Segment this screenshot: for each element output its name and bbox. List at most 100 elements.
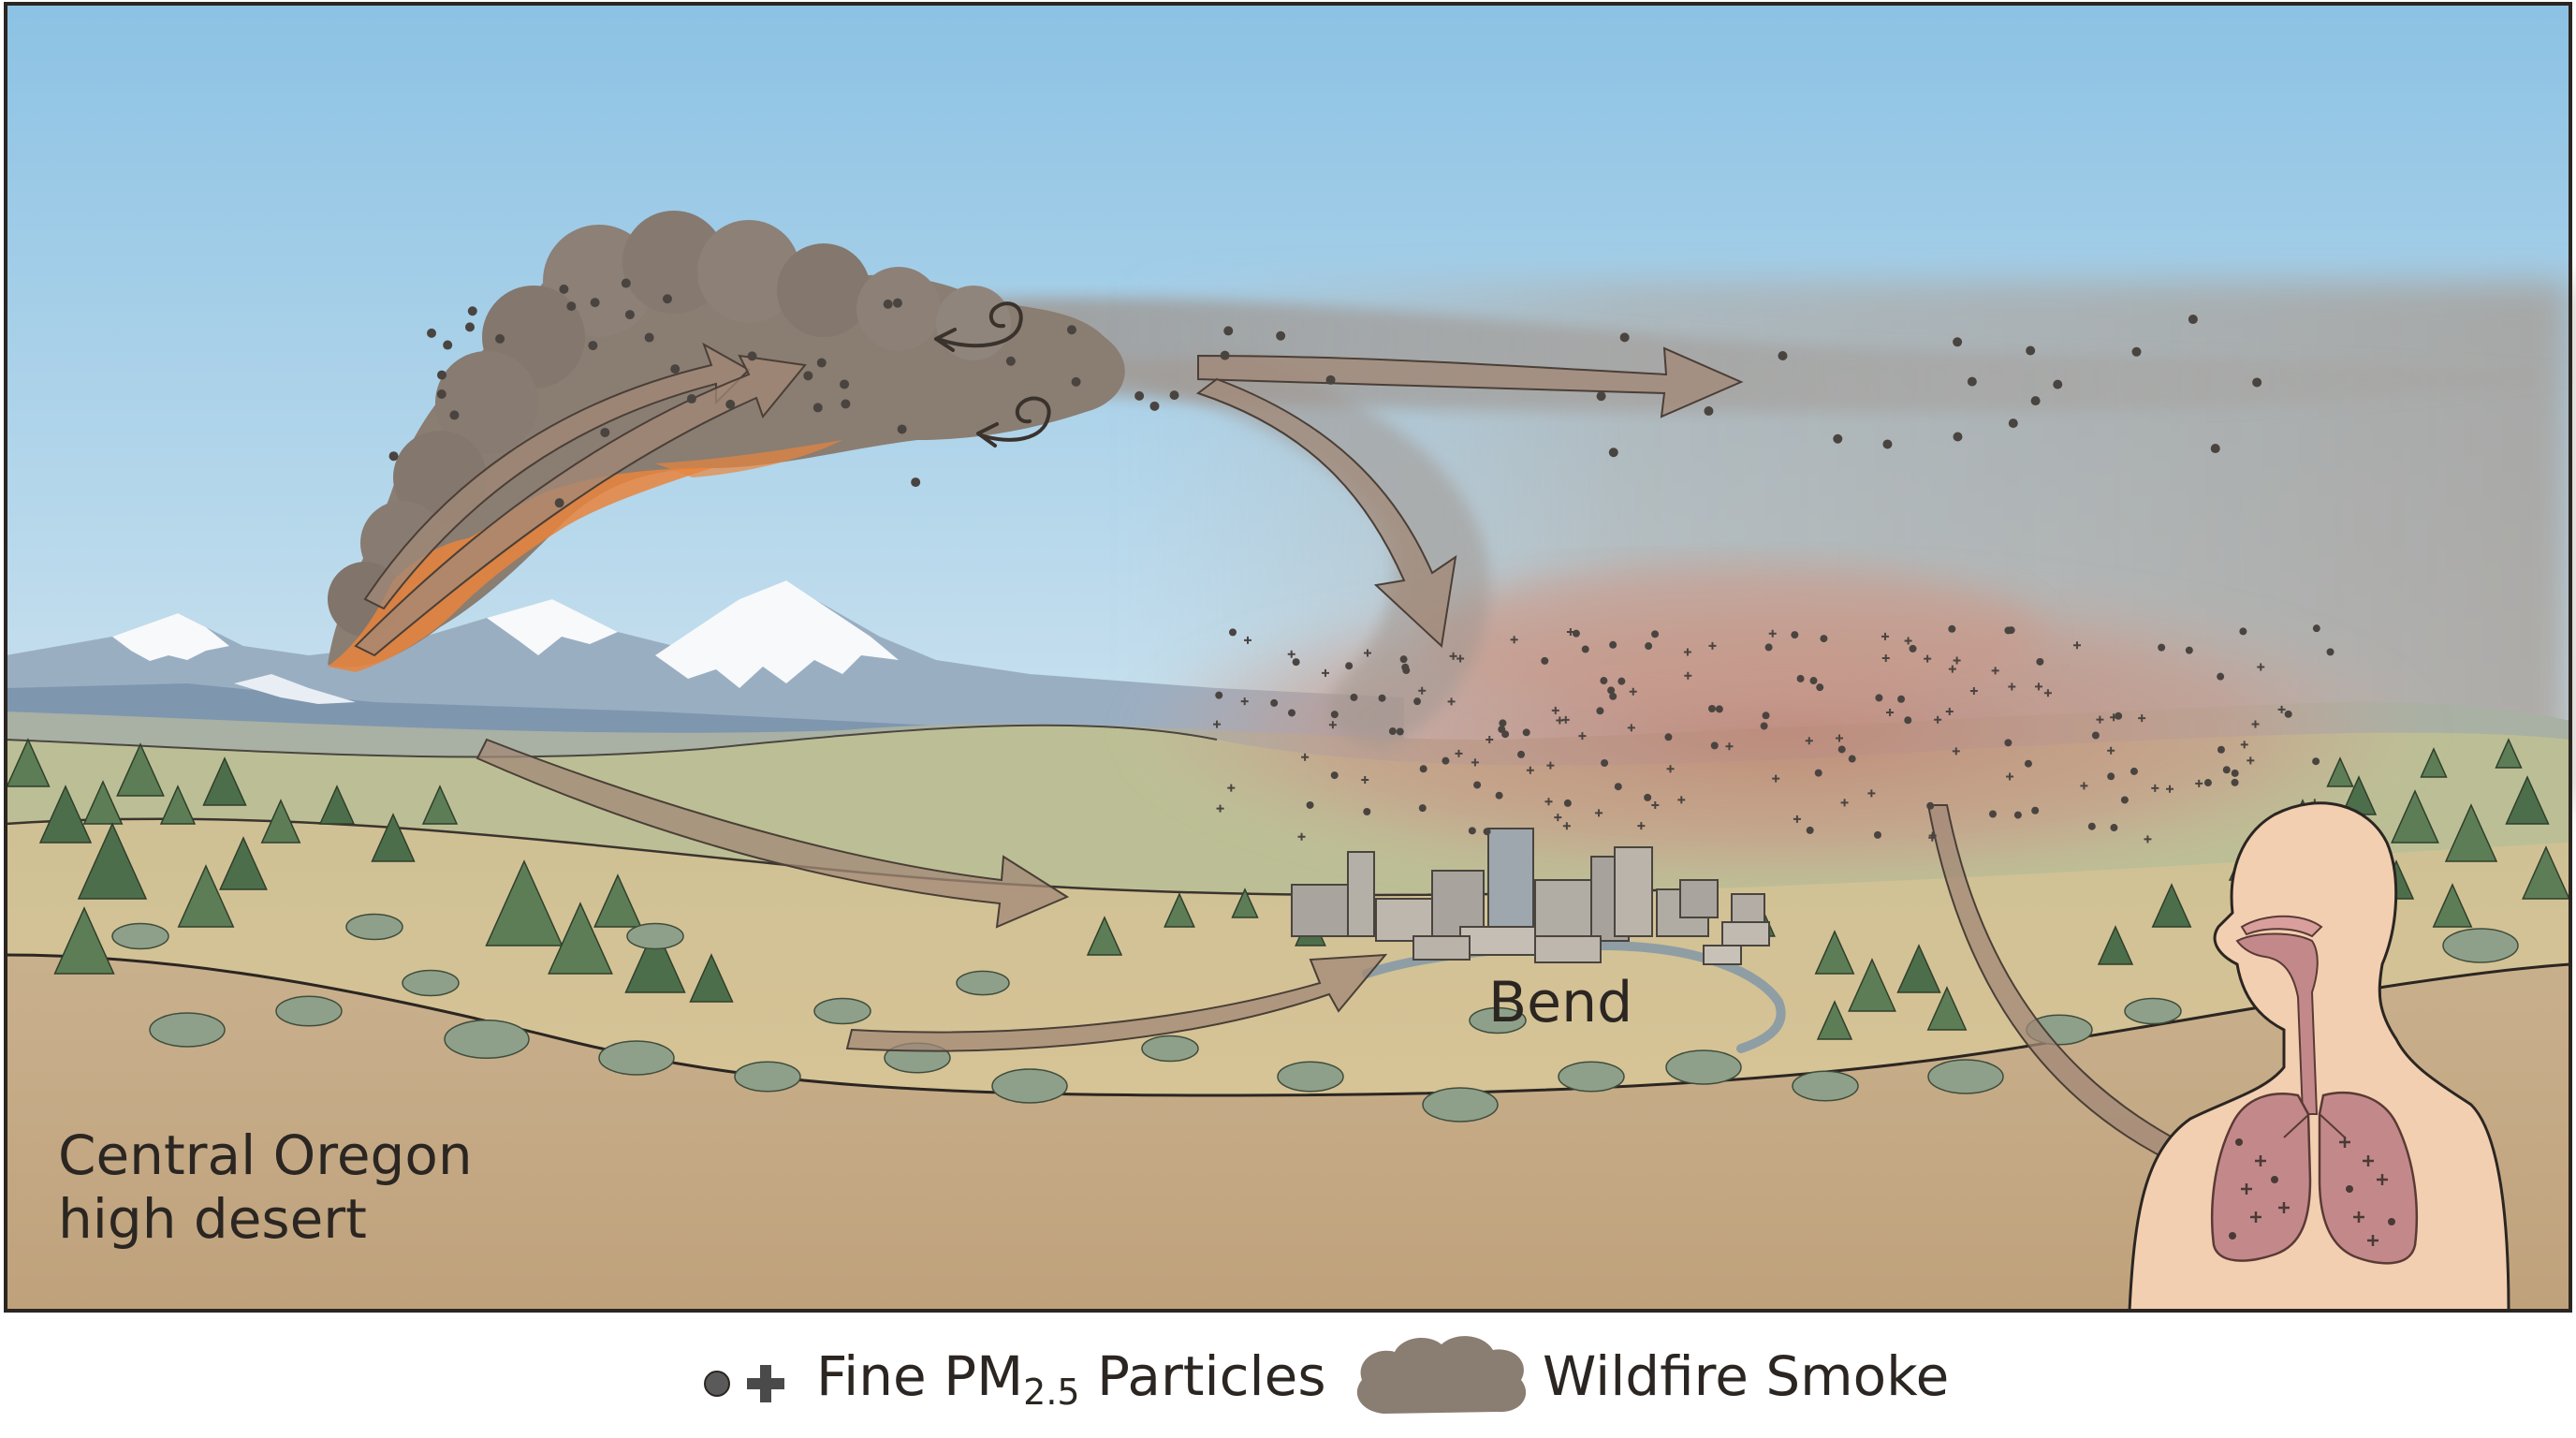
tree [2505, 775, 2550, 825]
tree [2097, 925, 2134, 965]
particle-cross [1772, 774, 1780, 783]
particle-cross [1297, 832, 1306, 841]
particle-cross [2110, 713, 2118, 722]
particle-dot [1948, 624, 1956, 633]
particle-cross [1562, 822, 1571, 830]
particle-dot [1909, 644, 1917, 653]
particle-dot [911, 477, 921, 488]
particle-dot [2024, 759, 2032, 768]
particle-dot [2312, 757, 2320, 766]
particle-dot [559, 284, 569, 294]
particle-dot [2004, 626, 2012, 635]
particle-dot [1989, 810, 1998, 818]
legend-particles-suffix: Particles [1079, 1344, 1326, 1408]
particle-cross [1510, 636, 1518, 644]
shrub [444, 1020, 530, 1059]
particle-dot [1809, 677, 1818, 685]
particle-dot [1762, 712, 1770, 720]
particle-dot [464, 322, 475, 332]
tree [202, 756, 247, 806]
legend: Fine PM2.5 Particles Wildfire Smoke [0, 1311, 2576, 1438]
shrub [1558, 1061, 1625, 1093]
tree [689, 953, 734, 1003]
particle-dot [590, 298, 600, 308]
particle-dot [588, 341, 598, 351]
lung-particle-dot [2229, 1232, 2236, 1240]
particle-dot [1306, 800, 1314, 809]
particle-cross [1213, 720, 1222, 728]
particle-dot [1350, 693, 1358, 701]
particle-dot [1071, 376, 1081, 387]
particle-dot [1710, 741, 1719, 750]
particle-cross [1637, 822, 1646, 830]
particle-dot [1806, 826, 1814, 834]
particle-cross [2166, 785, 2174, 793]
particle-cross [2257, 663, 2265, 671]
particle-dot [427, 328, 437, 338]
tree [318, 785, 356, 825]
particle-dot [1468, 827, 1476, 835]
particle-dot [1499, 719, 1507, 727]
particle-dot [892, 298, 902, 308]
particle-cross [1447, 697, 1456, 706]
particle-dot [725, 399, 736, 409]
particle-cross [1578, 732, 1587, 741]
particle-dot [449, 410, 460, 420]
tree [1086, 916, 1123, 956]
particle-dot [1904, 716, 1912, 725]
particle-dot [1288, 709, 1296, 717]
lung-particle-cross [2353, 1211, 2364, 1223]
particle-dot [1276, 330, 1286, 341]
city-bend [1291, 828, 1770, 965]
shrub [2442, 928, 2519, 963]
region-label-line2: high desert [58, 1187, 367, 1251]
particle-dot [1419, 765, 1427, 773]
tree [177, 864, 235, 928]
particle-dot [436, 389, 446, 400]
tree [6, 738, 51, 787]
particle-dot [1596, 707, 1604, 715]
particle-dot [624, 310, 635, 320]
particle-cross [1683, 648, 1691, 656]
particle-cross [1805, 737, 1813, 745]
tree [421, 785, 459, 825]
particle-cross [1321, 668, 1329, 677]
particle-dot [1270, 698, 1279, 707]
particle-cross [1551, 706, 1559, 714]
particle-dot [1292, 658, 1300, 667]
particle-dot [467, 306, 477, 316]
pm25-particle-group [388, 278, 2334, 844]
airway [2235, 932, 2319, 1115]
lung-particle-cross [2363, 1155, 2374, 1167]
shrub [598, 1040, 675, 1076]
particle-dot [1816, 683, 1824, 692]
particle-dot [1388, 727, 1397, 736]
particle-dot [1498, 726, 1506, 734]
particle-dot [2087, 822, 2096, 830]
tree [548, 902, 613, 975]
tree [1896, 944, 1941, 993]
tree [1231, 888, 1259, 918]
particle-dot [2091, 731, 2100, 740]
particle-cross [2008, 682, 2016, 691]
tree [38, 785, 93, 844]
particle-dot [2203, 779, 2212, 787]
region-label-line1: Central Oregon [58, 1123, 473, 1187]
particle-cross [2144, 835, 2152, 844]
particle-cross [2034, 682, 2042, 691]
tree [1848, 958, 1896, 1012]
lung-particle-dot [2271, 1176, 2278, 1183]
particle-dot [1873, 830, 1881, 839]
tree [1816, 1000, 1853, 1040]
particle-dot [2284, 710, 2292, 718]
tree [371, 813, 416, 862]
particle-cross [2006, 772, 2014, 781]
particle-dot [1522, 728, 1530, 737]
lung-particle-cross [2250, 1211, 2261, 1223]
particle-cross [1449, 652, 1457, 660]
particle-dot [1848, 755, 1856, 763]
particle-cross [1544, 798, 1553, 806]
particle-dot [670, 364, 681, 374]
particle-cross [1666, 765, 1675, 773]
particle-cross [1240, 697, 1249, 706]
